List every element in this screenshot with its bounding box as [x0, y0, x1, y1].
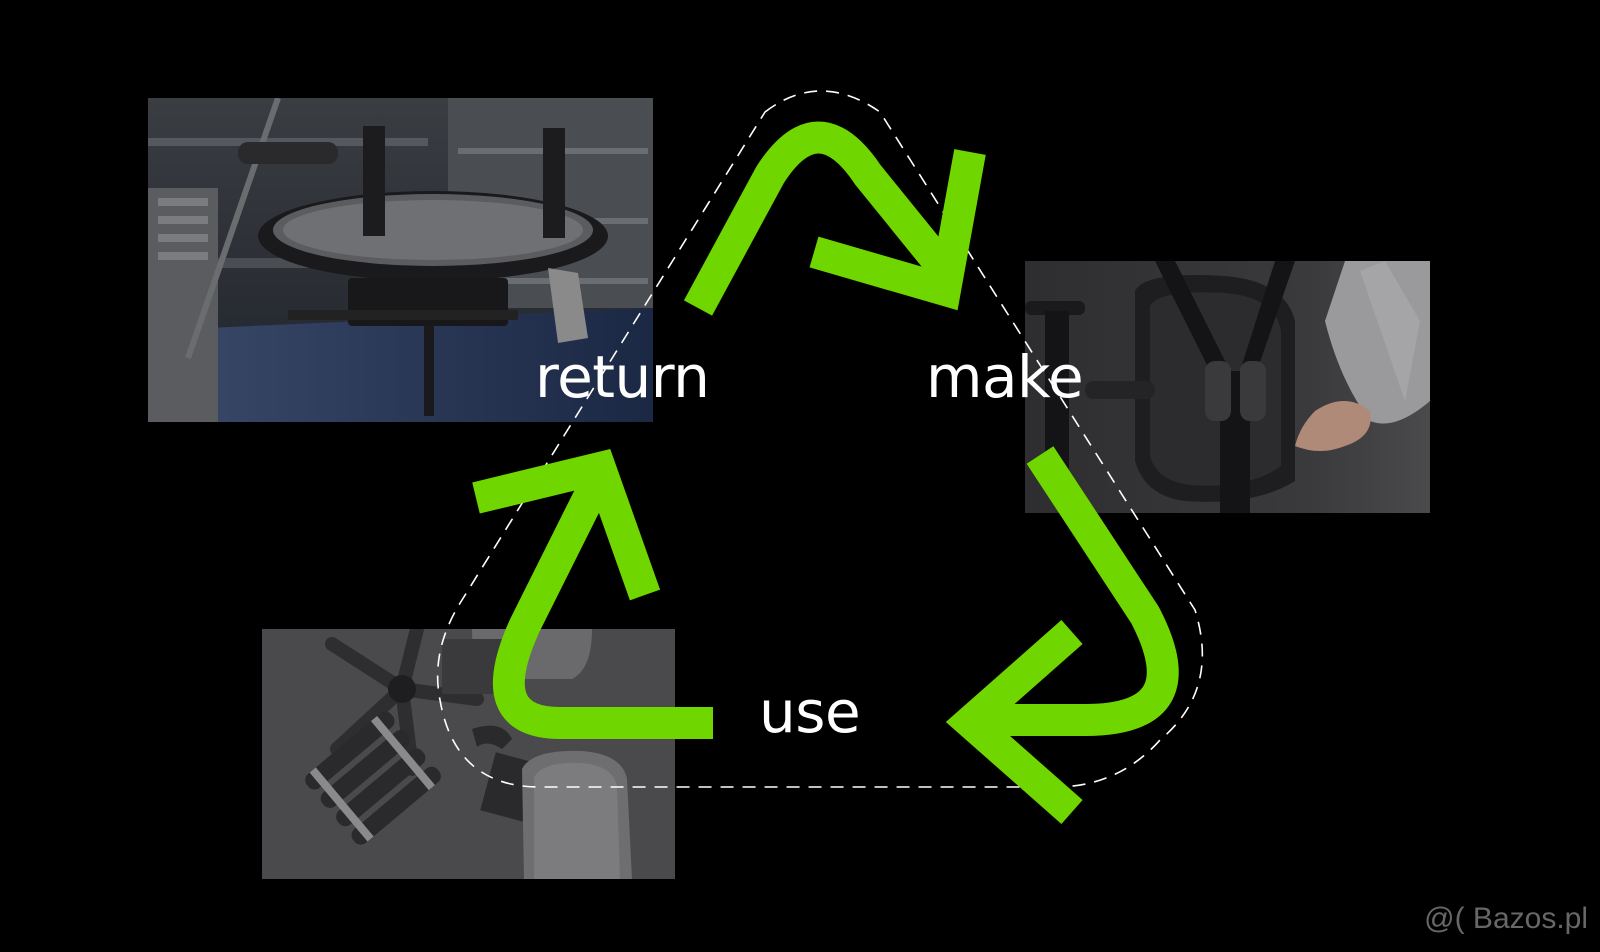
- stage-label-use: use: [759, 678, 861, 746]
- arrow-return-to-make: [683, 121, 986, 316]
- dashed-cycle-guide: [436, 90, 1204, 788]
- arrow-make-to-use: [945, 446, 1179, 824]
- watermark-text: @( Bazos.pl: [1424, 902, 1588, 935]
- photo-make-assembly: [1025, 261, 1430, 513]
- stage-label-make: make: [926, 343, 1084, 411]
- photo-use-parts: [262, 629, 675, 879]
- stage-label-return: return: [535, 343, 710, 411]
- arrow-use-to-return: [472, 449, 713, 739]
- photo-return-workshop: [148, 98, 653, 422]
